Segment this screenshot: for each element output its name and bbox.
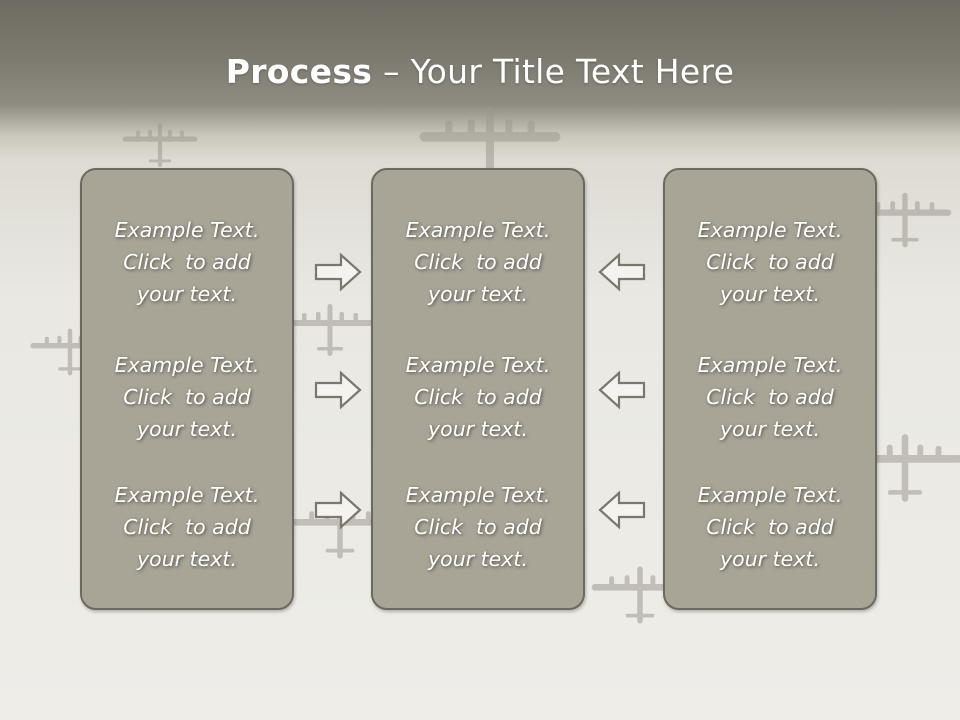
title-bold: Process — [225, 52, 373, 91]
process-panel-center[interactable]: Example Text. Click to add your text. Ex… — [371, 168, 585, 610]
text-line: Click to add — [706, 250, 834, 274]
text-block[interactable]: Example Text. Click to add your text. — [665, 349, 875, 445]
left-arrow-icon[interactable] — [598, 252, 646, 292]
text-block[interactable]: Example Text. Click to add your text. — [665, 479, 875, 575]
text-line: Example Text. — [405, 483, 551, 507]
title-rest: – Your Title Text Here — [372, 52, 735, 91]
slide-title[interactable]: Process – Your Title Text Here — [0, 52, 960, 91]
text-line: Example Text. — [405, 218, 551, 242]
text-line: Example Text. — [697, 218, 843, 242]
text-block[interactable]: Example Text. Click to add your text. — [82, 349, 292, 445]
left-arrow-icon[interactable] — [598, 370, 646, 410]
text-block[interactable]: Example Text. Click to add your text. — [373, 349, 583, 445]
text-line: Example Text. — [697, 483, 843, 507]
text-line: your text. — [720, 282, 820, 306]
text-line: Click to add — [123, 385, 251, 409]
text-line: Click to add — [123, 515, 251, 539]
text-line: Click to add — [706, 385, 834, 409]
process-panel-left[interactable]: Example Text. Click to add your text. Ex… — [80, 168, 294, 610]
text-line: Click to add — [414, 385, 542, 409]
right-arrow-icon[interactable] — [314, 370, 362, 410]
text-line: your text. — [137, 282, 237, 306]
text-line: Click to add — [414, 250, 542, 274]
right-arrow-icon[interactable] — [314, 490, 362, 530]
text-line: your text. — [137, 547, 237, 571]
text-line: Example Text. — [114, 483, 260, 507]
text-block[interactable]: Example Text. Click to add your text. — [373, 214, 583, 310]
text-line: Click to add — [414, 515, 542, 539]
plane-silhouette — [122, 122, 198, 168]
text-line: your text. — [428, 417, 528, 441]
text-line: your text. — [428, 547, 528, 571]
text-line: your text. — [137, 417, 237, 441]
text-block[interactable]: Example Text. Click to add your text. — [82, 214, 292, 310]
text-block[interactable]: Example Text. Click to add your text. — [82, 479, 292, 575]
right-arrow-icon[interactable] — [314, 252, 362, 292]
plane-silhouette — [286, 304, 374, 356]
text-line: Click to add — [123, 250, 251, 274]
text-line: your text. — [720, 547, 820, 571]
text-line: Example Text. — [114, 218, 260, 242]
left-arrow-icon[interactable] — [598, 490, 646, 530]
text-line: Example Text. — [405, 353, 551, 377]
text-line: Example Text. — [697, 353, 843, 377]
text-line: your text. — [428, 282, 528, 306]
text-block[interactable]: Example Text. Click to add your text. — [373, 479, 583, 575]
process-panel-right[interactable]: Example Text. Click to add your text. Ex… — [663, 168, 877, 610]
text-line: Click to add — [706, 515, 834, 539]
text-line: your text. — [720, 417, 820, 441]
text-block[interactable]: Example Text. Click to add your text. — [665, 214, 875, 310]
text-line: Example Text. — [114, 353, 260, 377]
